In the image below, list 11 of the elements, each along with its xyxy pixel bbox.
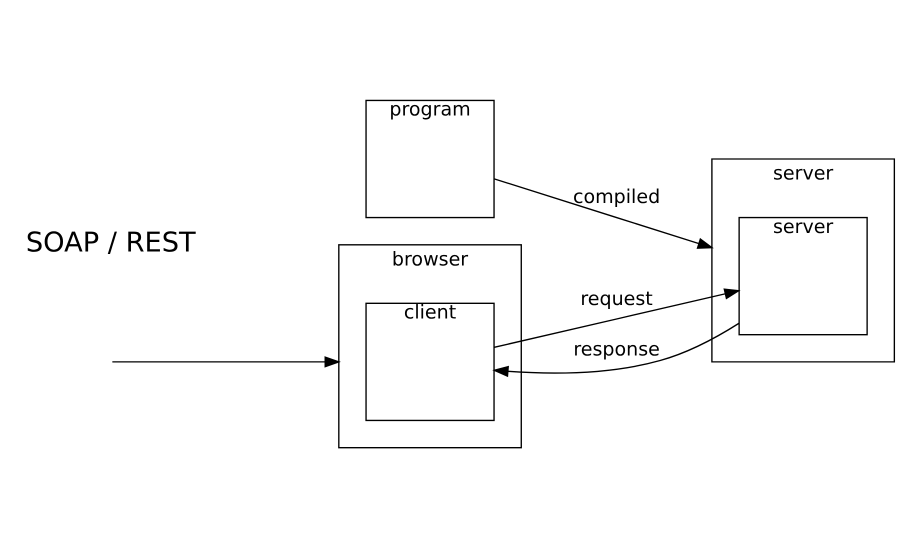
edge-label: response (572, 338, 660, 360)
arrow (492, 322, 739, 378)
label: SOAP / REST (25, 228, 196, 259)
arrow (112, 356, 340, 368)
arrow (494, 178, 714, 249)
arrow (494, 288, 740, 348)
node-box: server (738, 216, 868, 336)
edge-label: request (580, 288, 652, 310)
node-box: program (364, 100, 494, 218)
node-box: client (364, 302, 494, 422)
edge-label: compiled (572, 186, 660, 208)
